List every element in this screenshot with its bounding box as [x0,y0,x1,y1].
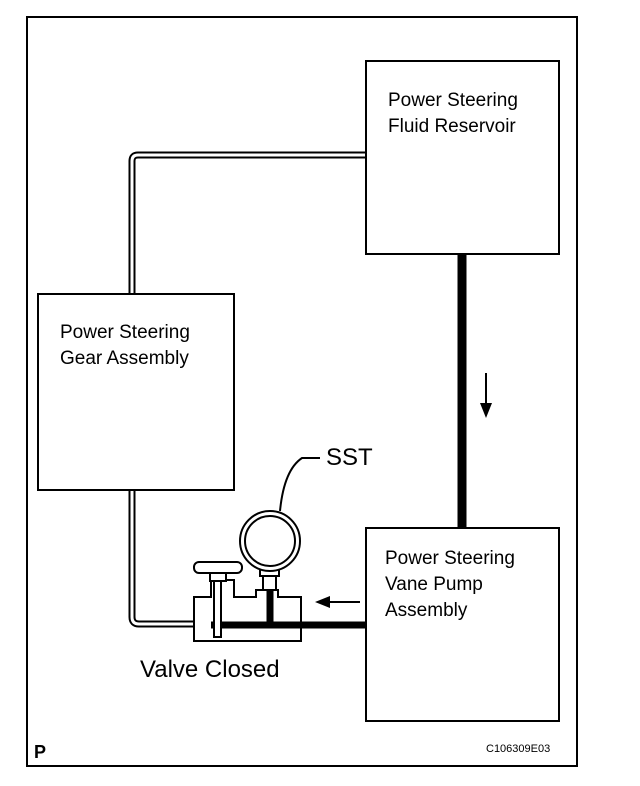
flow-arrow-down-icon [480,373,492,418]
return-hose-top [128,151,366,294]
valve-state-label: Valve Closed [140,656,280,683]
figure-frame [26,16,578,767]
vane-pump-box [365,527,560,722]
pressure-gauge-icon [239,510,301,572]
gear-assembly-label: Power Steering Gear Assembly [60,322,190,369]
flow-arrow-left-icon [315,596,360,608]
corner-letter: P [34,742,47,762]
valve-handle [193,561,243,638]
sst-label: SST [326,444,373,471]
valve-body [193,579,302,642]
pressure-hose-left [128,490,196,628]
reservoir-label: Power Steering Fluid Reservoir [388,90,518,137]
gear-assembly-box [37,293,235,491]
figure-code: C106309E03 [486,743,551,755]
sst-leader-line [279,457,320,512]
vane-pump-label: Power Steering Vane Pump Assembly [385,548,515,621]
reservoir-box [365,60,560,255]
